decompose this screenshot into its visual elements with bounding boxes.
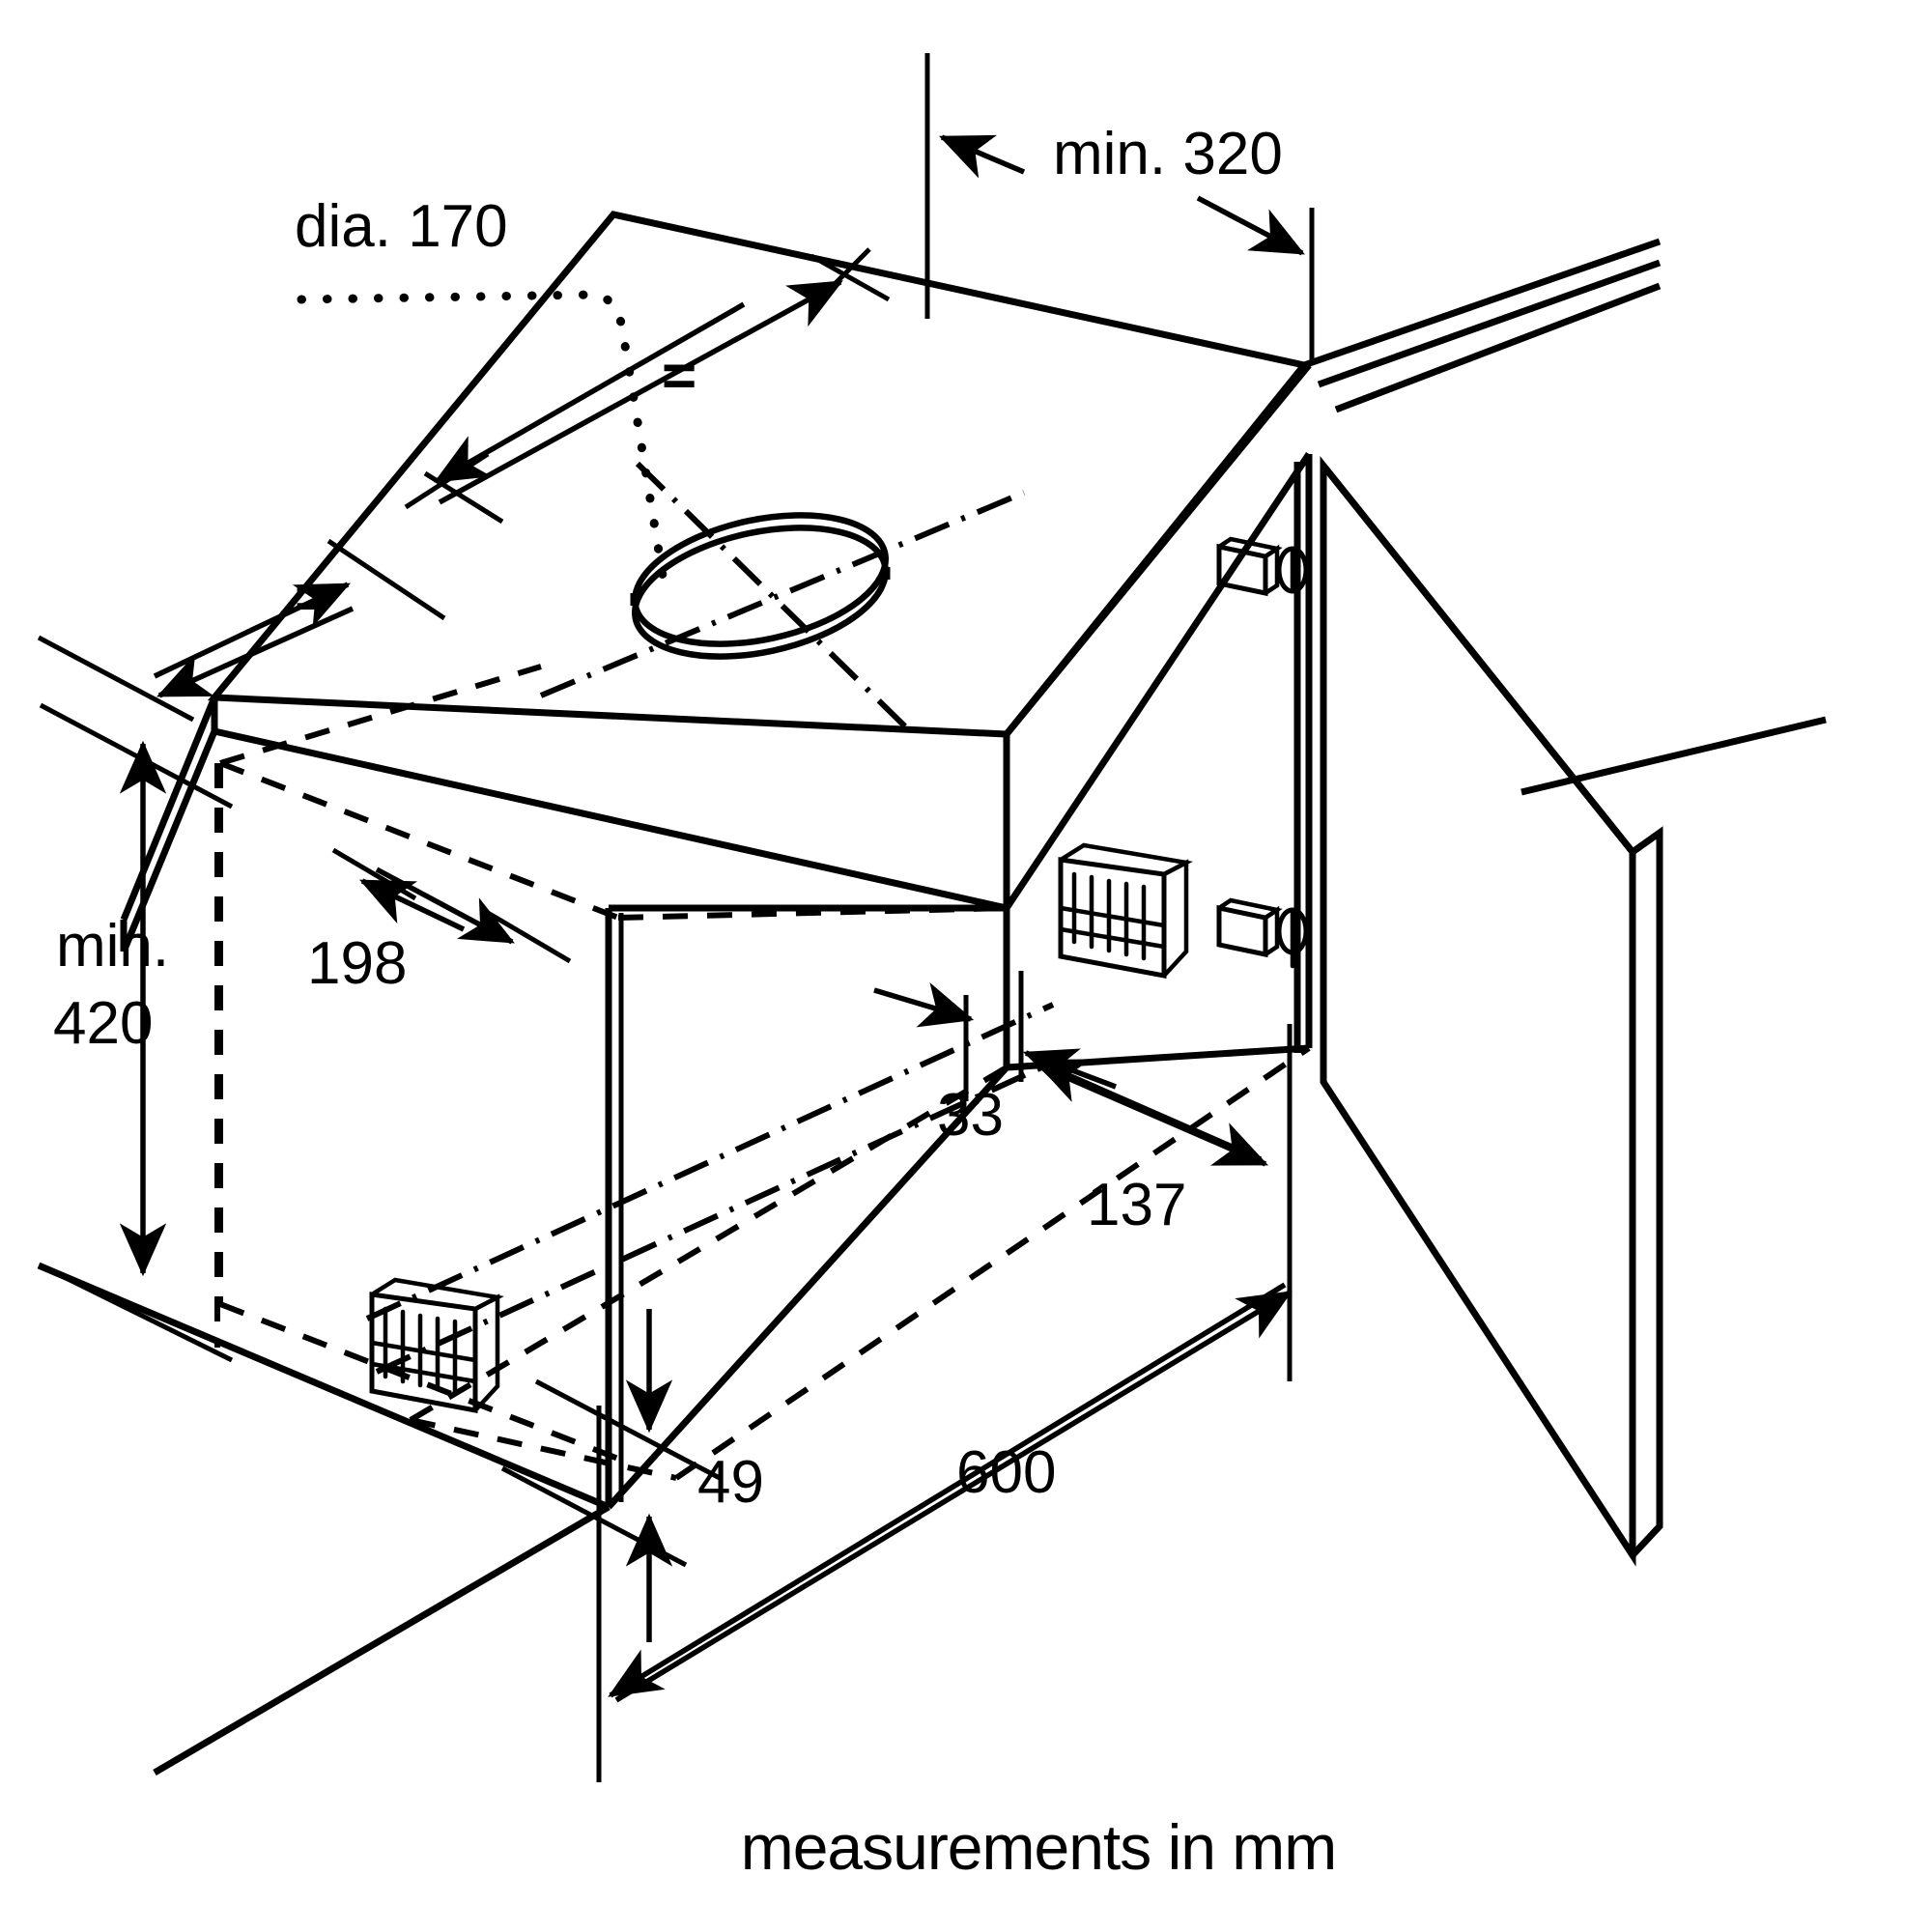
- floor-reference-lower-left: [153, 1503, 611, 1776]
- dimension-min-320: min. 320: [924, 53, 1315, 365]
- min-420-label-line2: 420: [53, 990, 153, 1057]
- centreline-top-longitudinal: [539, 490, 1026, 698]
- centreline-bracket-axis-lower: [375, 1055, 1065, 1375]
- ceiling-line-2: [1317, 259, 1662, 388]
- centreline-bracket-axis-upper: [365, 1002, 1055, 1321]
- cabinet-front-rail-left-inner: [120, 729, 218, 953]
- d137-label: 137: [1087, 1172, 1186, 1238]
- hidden-rear-floor-left: [218, 1301, 620, 1462]
- dimension-min-420: min. 420: [39, 702, 234, 1363]
- d137-arrow-right: [1041, 1065, 1269, 1167]
- d33-arrow-left: [873, 981, 975, 1028]
- min-320-arrow-right: [1196, 195, 1305, 256]
- cabinet-front-rail-right-inner: [1004, 452, 1312, 910]
- eq-tick-upper-1: [423, 470, 504, 525]
- cabinet-front-rail-left-outer: [120, 696, 218, 922]
- dia-170-label: dia. 170: [295, 193, 508, 260]
- d198-arrow-right: [375, 867, 515, 945]
- ceiling-line-1: [1302, 238, 1662, 369]
- d33-label: 33: [937, 1082, 1004, 1149]
- min-320-label: min. 320: [1053, 121, 1283, 187]
- bracket-right: [1058, 842, 1193, 980]
- hidden-back-top-left: [218, 760, 620, 921]
- hinge-lower: [1216, 897, 1309, 969]
- cabinet-door-edge-thickness: [1630, 826, 1663, 1558]
- floor-reference-left: [37, 1262, 611, 1511]
- eq-arrow-upper-left: [434, 301, 746, 484]
- eq-tick-upper-3: [810, 253, 891, 302]
- cabinet-floor-left-diagonal: [606, 1065, 1009, 1510]
- hidden-floor-diagonal-right: [674, 1045, 1311, 1481]
- cabinet-door: [1320, 456, 1663, 1567]
- equal-spacing-marks: = =: [37, 247, 891, 723]
- min-420-label-line1: min.: [56, 913, 169, 980]
- hinge-upper-cup: [1276, 546, 1309, 594]
- d600-label: 600: [956, 1439, 1056, 1506]
- hinge-upper: [1216, 536, 1309, 597]
- hidden-top-diagonal: [219, 664, 542, 766]
- dimension-600: 600: [596, 1024, 1293, 1782]
- d198-ext-1: [331, 847, 417, 901]
- cabinet-door-top-edge: [1321, 463, 1635, 855]
- d600-arrow-to-right: [614, 1290, 1293, 1703]
- eq-tick-lower-1: [37, 635, 195, 723]
- dimension-198: 198: [307, 847, 572, 997]
- dimension-33: 33: [873, 971, 1117, 1149]
- eq-arrow-lower-right: [153, 582, 351, 679]
- d600-arrow-to-left: [608, 1282, 1287, 1698]
- d198-label: 198: [307, 930, 407, 997]
- min-420-ext-bottom: [39, 1263, 234, 1363]
- dimension-49: 49: [500, 1309, 764, 1642]
- bracket-left: [369, 1277, 504, 1414]
- hidden-inner-top: [617, 905, 1008, 921]
- footer-units-note: measurements in mm: [741, 1811, 1337, 1883]
- eq-arrow-upper-right: [438, 279, 843, 505]
- ceiling-line-3: [1334, 282, 1662, 413]
- equal-mark-upper: =: [662, 343, 696, 410]
- equal-mark-lower: =: [295, 565, 329, 632]
- right-wall-horizon: [1520, 716, 1827, 796]
- eq-tick-upper-2: [404, 451, 490, 510]
- hidden-floor-front-short: [410, 1417, 677, 1481]
- wall-and-ceiling-lines: [37, 238, 1827, 1776]
- cabinet-top-panel-front-edge-line: [213, 728, 1008, 911]
- eq-tick-lower-2: [327, 538, 446, 621]
- centre-lines: [365, 461, 1065, 1375]
- eq-tick-upper-4: [810, 247, 871, 309]
- d198-ext-2: [486, 910, 572, 964]
- min-320-arrow-left: [938, 134, 1026, 179]
- dimension-dia-170: dia. 170: [295, 193, 671, 604]
- cabinet-front-rail-right-outer: [1004, 362, 1312, 737]
- d49-label: 49: [697, 1449, 764, 1516]
- d198-arrow-left: [359, 878, 466, 932]
